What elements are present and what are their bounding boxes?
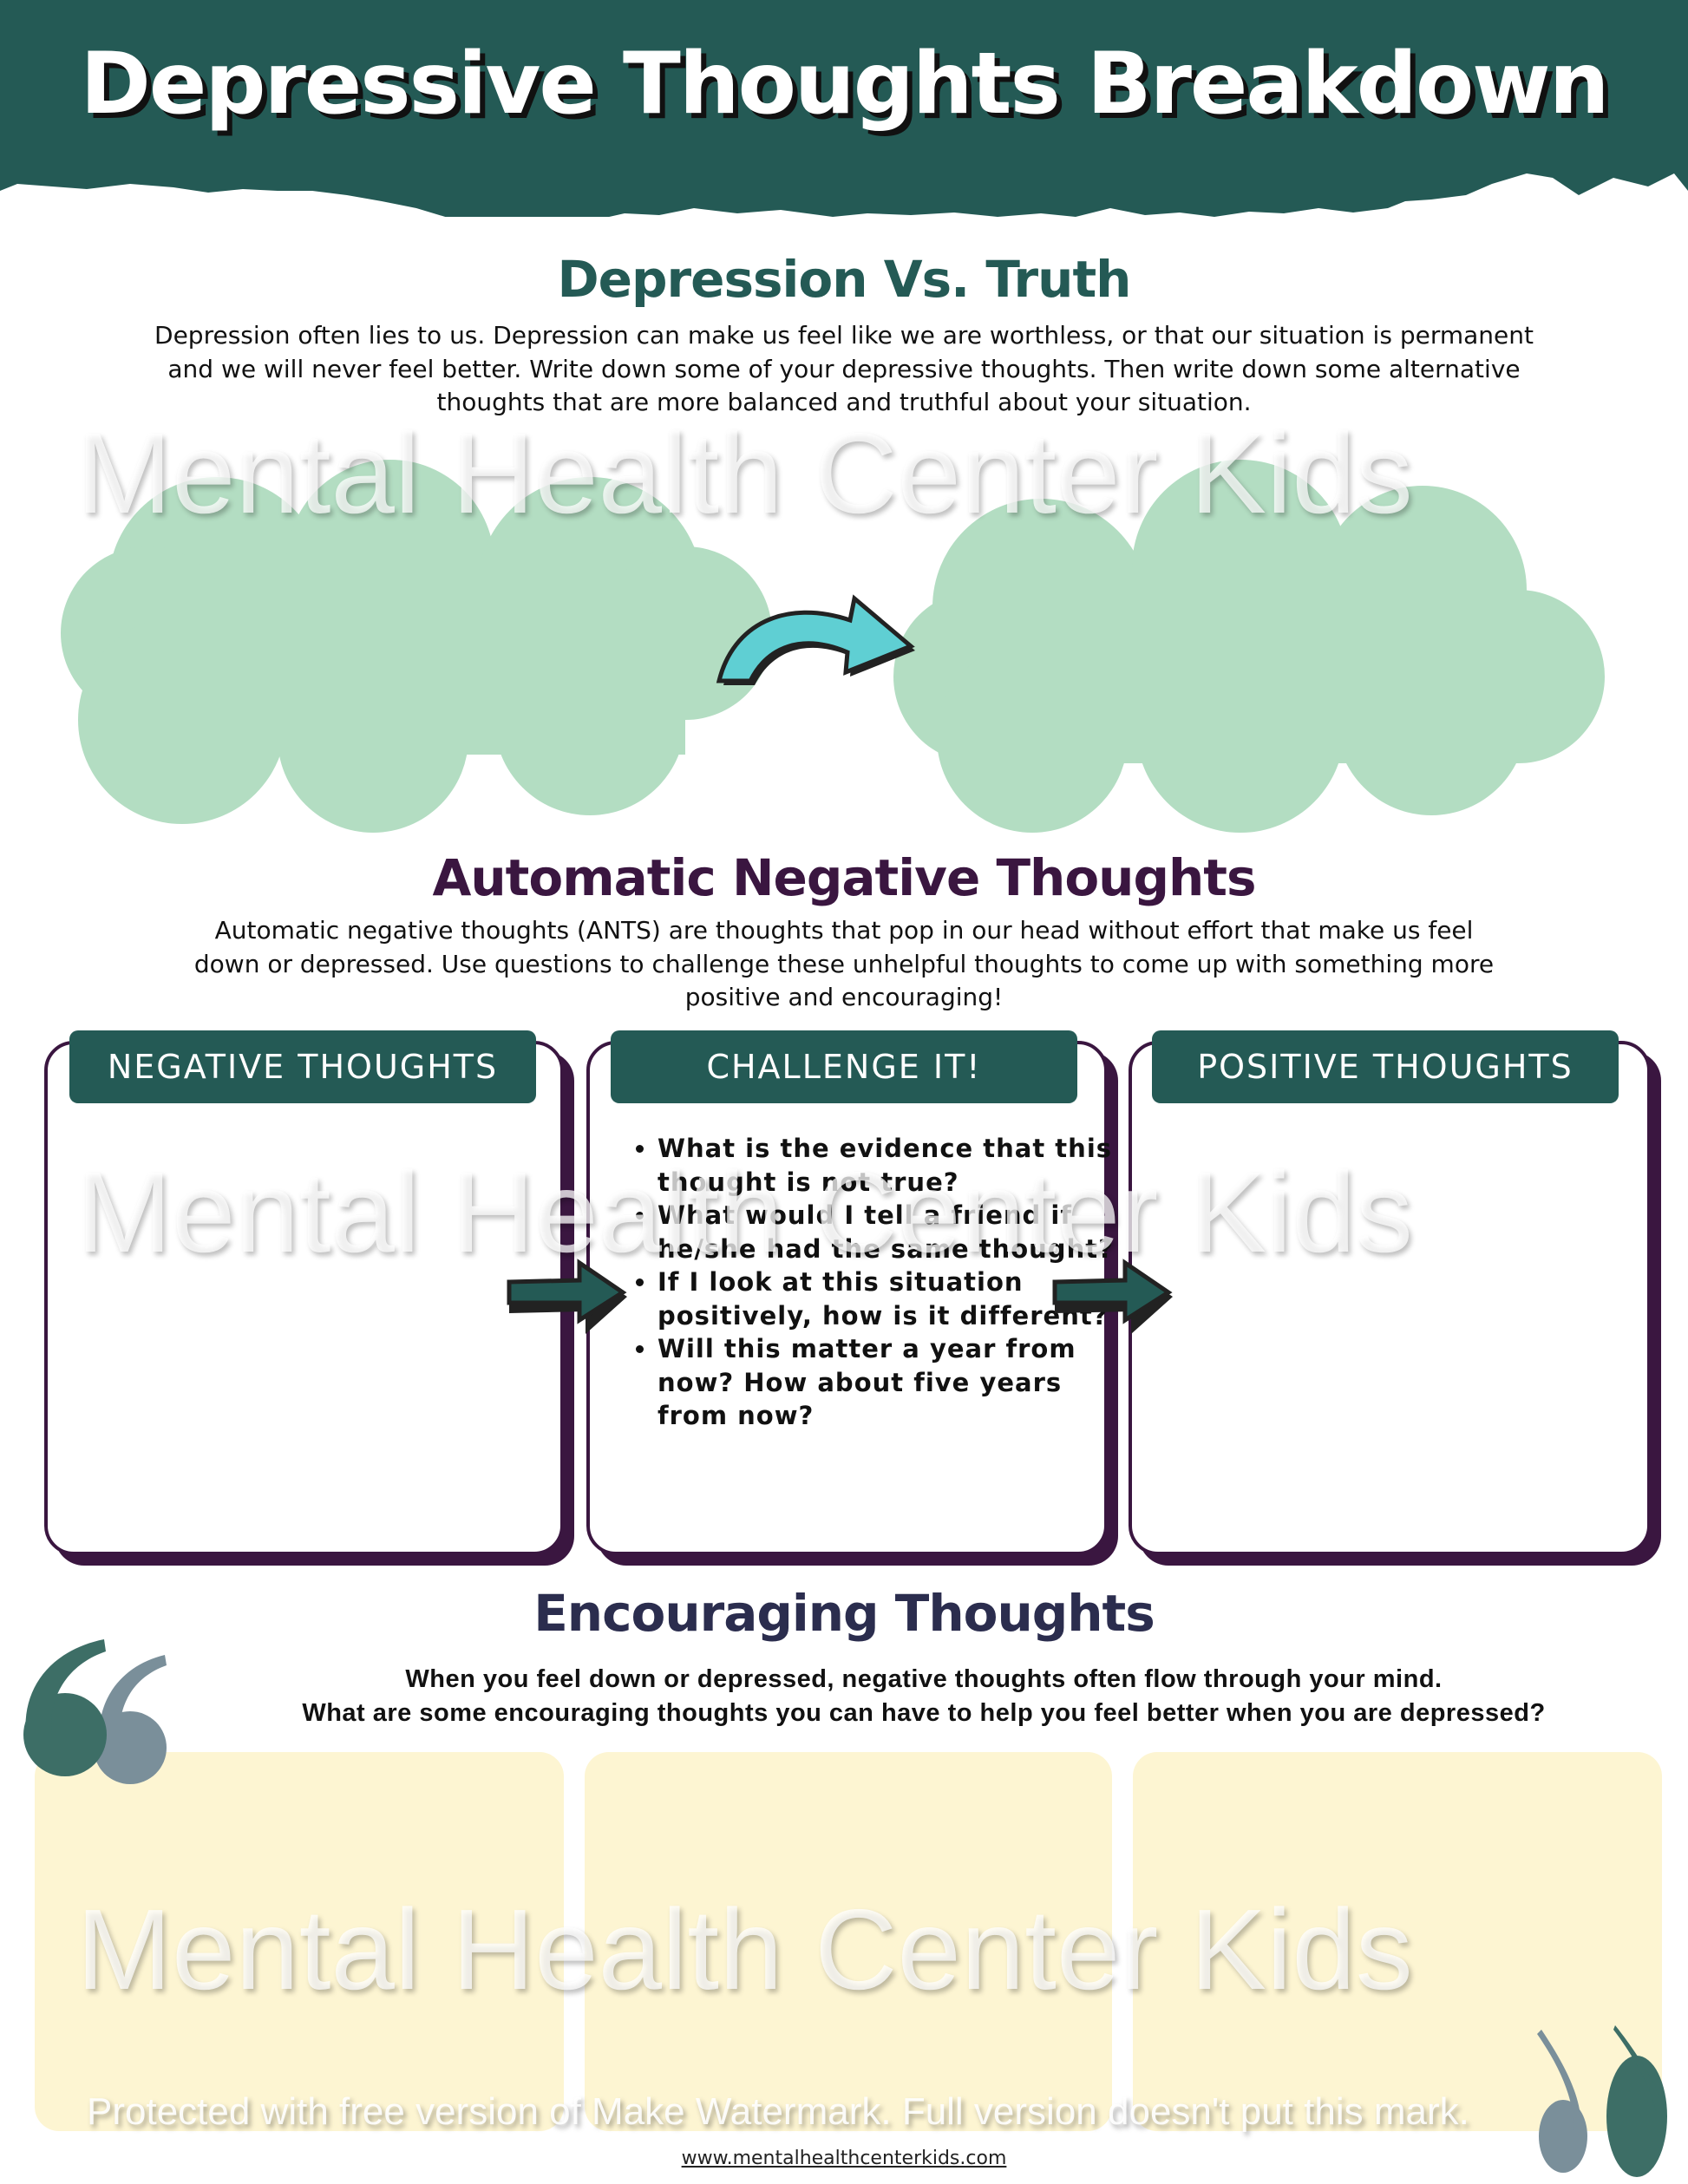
text-line: When you feel down or depressed, negativ…	[405, 1665, 1443, 1693]
challenge-questions-list: What is the evidence that this thought i…	[616, 1132, 1126, 1433]
curved-arrow-icon	[716, 594, 915, 685]
section-heading-automatic-negative-thoughts: Automatic Negative Thoughts	[432, 848, 1256, 907]
negative-thoughts-box[interactable]	[44, 1041, 564, 1555]
header-banner	[0, 0, 1688, 217]
watermark-text: Mental Health Center Kids	[76, 1148, 1413, 1276]
tab-positive-thoughts: POSITIVE THOUGHTS	[1152, 1030, 1619, 1103]
tab-challenge-it: CHALLENGE IT!	[611, 1030, 1077, 1103]
protected-watermark-notice: Protected with free version of Make Wate…	[87, 2090, 1469, 2133]
text-line: Automatic negative thoughts (ANTS) are t…	[214, 916, 1474, 945]
section1-description: Depression often lies to us. Depression …	[0, 319, 1688, 420]
text-line: and we will never feel better. Write dow…	[167, 354, 1521, 383]
right-arrow-icon	[1052, 1259, 1173, 1334]
section-heading-encouraging-thoughts: Encouraging Thoughts	[533, 1584, 1155, 1643]
watermark-text: Mental Health Center Kids	[76, 409, 1413, 537]
footer-url-link[interactable]: www.mentalhealthcenterkids.com	[681, 2148, 1007, 2169]
list-item: What would I tell a friend if he/she had…	[658, 1199, 1126, 1265]
depression-cloud[interactable]	[52, 460, 789, 841]
section2-description: Automatic negative thoughts (ANTS) are t…	[0, 914, 1688, 1015]
section3-description: When you feel down or depressed, negativ…	[186, 1663, 1661, 1730]
encouraging-thought-box-2[interactable]	[585, 1752, 1112, 2131]
text-line: down or depressed. Use questions to chal…	[193, 949, 1495, 978]
close-quote-icon	[1537, 2025, 1667, 2177]
section-heading-depression-vs-truth: Depression Vs. Truth	[557, 250, 1132, 309]
encouraging-thought-box-3[interactable]	[1133, 1752, 1662, 2131]
text-line: What are some encouraging thoughts you c…	[302, 1698, 1546, 1727]
encouraging-thought-box-1[interactable]	[35, 1752, 564, 2131]
text-line: Depression often lies to us. Depression …	[154, 321, 1534, 350]
list-item: What is the evidence that this thought i…	[658, 1132, 1126, 1199]
watermark-text: Mental Health Center Kids	[76, 1886, 1413, 2013]
tab-negative-thoughts: NEGATIVE THOUGHTS	[69, 1030, 536, 1103]
text-line: thoughts that are more balanced and trut…	[436, 388, 1252, 416]
list-item: Will this matter a year from now? How ab…	[658, 1332, 1126, 1433]
truth-cloud[interactable]	[876, 460, 1613, 841]
open-quote-icon	[23, 1639, 167, 1784]
positive-thoughts-box[interactable]	[1129, 1041, 1651, 1555]
list-item: If I look at this situation positively, …	[658, 1265, 1126, 1332]
right-arrow-icon	[507, 1259, 627, 1334]
page-title: Depressive Thoughts Breakdown	[80, 35, 1610, 134]
text-line: positive and encouraging!	[684, 983, 1004, 1011]
